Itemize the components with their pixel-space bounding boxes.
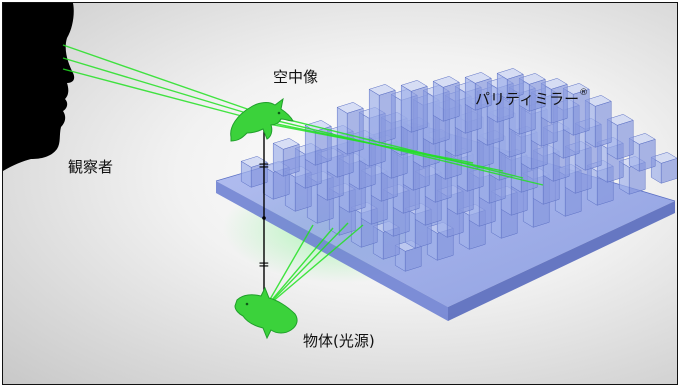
mirror-block	[606, 114, 634, 160]
light-ray	[252, 114, 544, 186]
light-ray	[252, 120, 474, 164]
equal-mark-upper: =	[258, 158, 270, 174]
light-rays	[62, 44, 544, 309]
light-ray	[264, 224, 364, 309]
light-ray	[252, 110, 524, 179]
registered-mark: ®	[579, 88, 589, 98]
parity-mirror-label: パリティミラー®	[475, 88, 588, 109]
light-ray	[264, 227, 334, 309]
mirror-block	[272, 138, 300, 177]
mirror-block	[464, 72, 492, 111]
light-ray	[62, 68, 254, 120]
mirror-block	[304, 120, 332, 166]
light-ray	[264, 222, 349, 309]
diagram-frame: = = 空中像 パリティミラー® 観察者 物体(光源)	[2, 2, 678, 385]
observer-label: 観察者	[68, 158, 114, 176]
object-label: 物体(光源)	[303, 332, 375, 350]
diagram-canvas: = =	[3, 3, 677, 340]
dolphin-icon	[230, 97, 294, 142]
light-ray	[62, 44, 254, 112]
mirror-block	[240, 156, 268, 188]
mirror-block	[400, 80, 428, 133]
mirror-block	[496, 68, 524, 100]
face-silhouette-icon	[3, 3, 75, 171]
light-ray	[62, 57, 254, 116]
dolphin-icon	[234, 286, 298, 340]
aerial-image-label: 空中像	[273, 68, 319, 86]
light-ray	[264, 224, 314, 309]
mirror-block	[518, 73, 546, 112]
mirror-block	[432, 76, 460, 122]
equal-mark-lower: =	[258, 257, 270, 273]
mirror-blocks	[240, 68, 677, 272]
parity-mirror-name: パリティミラー	[475, 90, 580, 108]
mirror-block	[336, 102, 364, 155]
mirror-block	[368, 84, 396, 144]
symmetry-line	[262, 118, 266, 321]
